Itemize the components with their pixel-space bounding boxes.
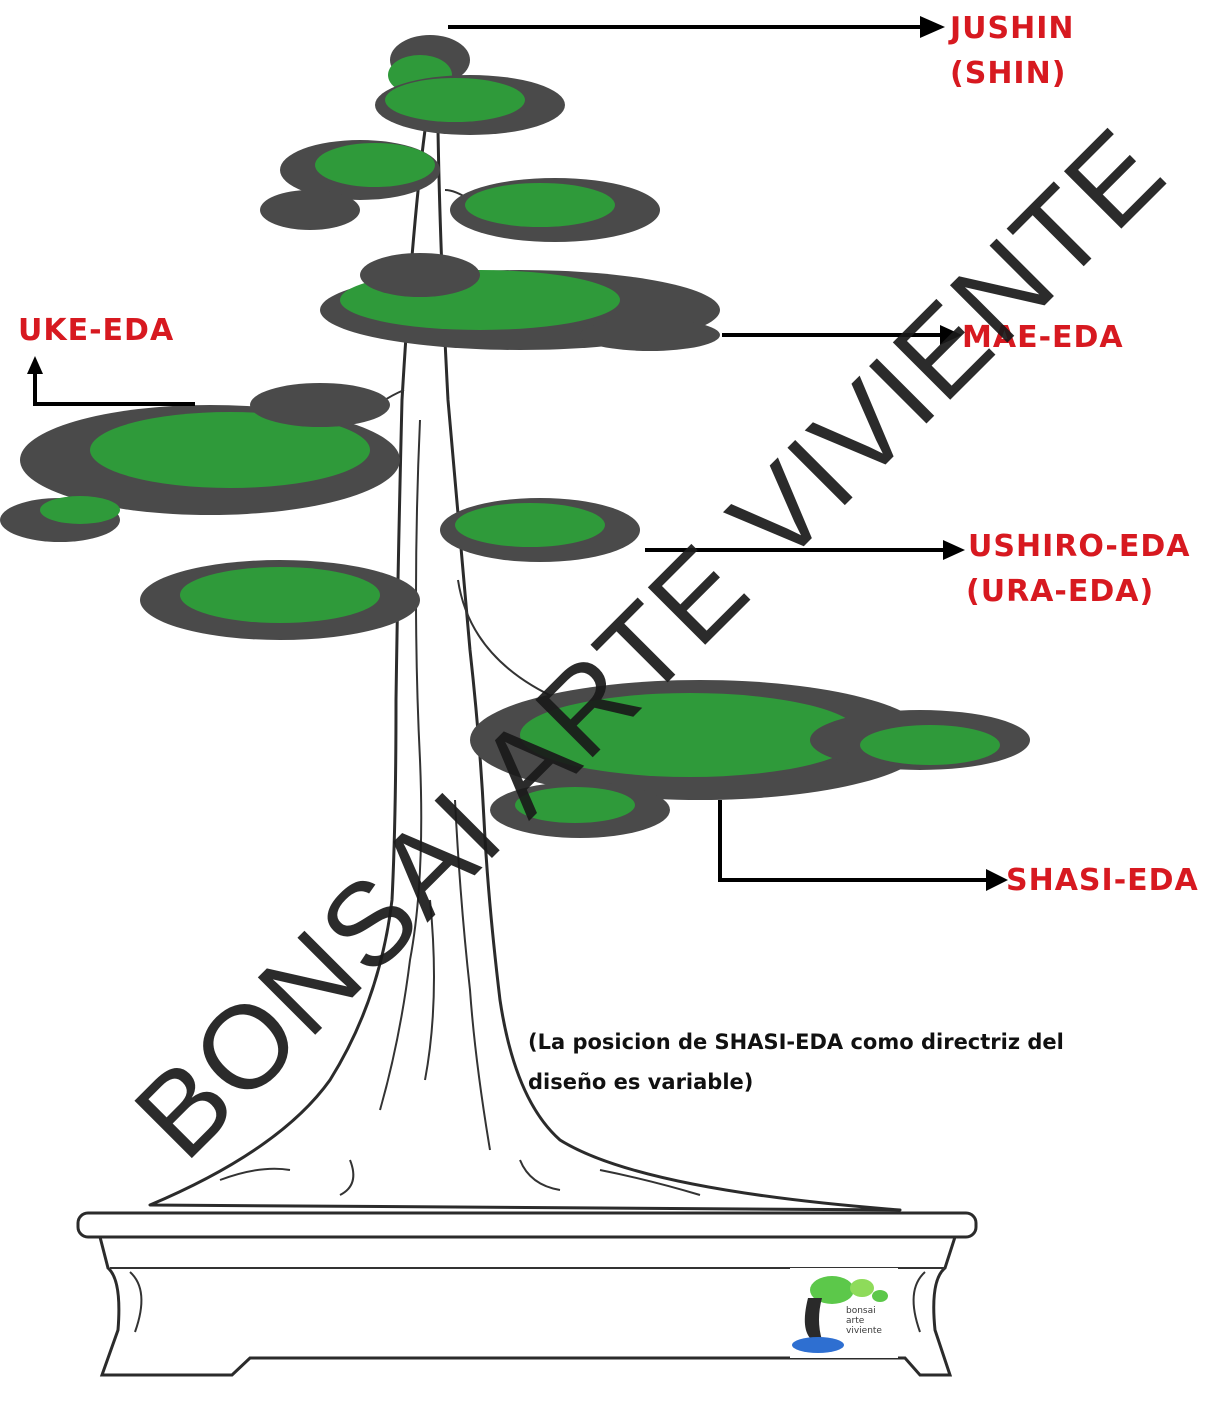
arrow-ushiro-eda <box>645 540 965 560</box>
label-shasi-eda: SHASI-EDA <box>1006 863 1199 898</box>
logo-text-line-1: bonsai <box>846 1306 876 1316</box>
logo-text-line-2: arte <box>846 1316 865 1326</box>
foliage-shasi-eda <box>470 680 1030 838</box>
bonsai-pot <box>76 1211 978 1377</box>
note-line-2: diseño es variable) <box>528 1070 753 1094</box>
foliage-apex <box>260 35 660 242</box>
foliage-ushiro-eda <box>140 498 640 640</box>
arrow-mae-eda <box>722 325 962 345</box>
label-mae-eda: MAE-EDA <box>962 320 1124 355</box>
foliage-mae-eda <box>320 253 720 351</box>
bonsai-arte-viviente-logo: bonsai arte viviente <box>790 1268 898 1358</box>
label-ushiro-eda: USHIRO-EDA <box>968 529 1190 564</box>
label-ushiro-eda-sub: (URA-EDA) <box>966 574 1154 609</box>
logo-text-line-3: viviente <box>846 1326 882 1336</box>
label-jushin: JUSHIN <box>948 11 1075 46</box>
foliage-uke-eda <box>0 383 400 542</box>
label-uke-eda: UKE-EDA <box>18 313 174 348</box>
watermark-text: BONSAI ARTE VIVIENTE <box>110 103 1190 1183</box>
label-jushin-sub: (SHIN) <box>950 56 1066 91</box>
arrow-shasi-eda <box>718 800 1008 891</box>
arrow-uke-eda <box>27 356 195 406</box>
note-line-1: (La posicion de SHASI-EDA como directriz… <box>528 1030 1064 1054</box>
arrow-jushin <box>448 16 945 38</box>
